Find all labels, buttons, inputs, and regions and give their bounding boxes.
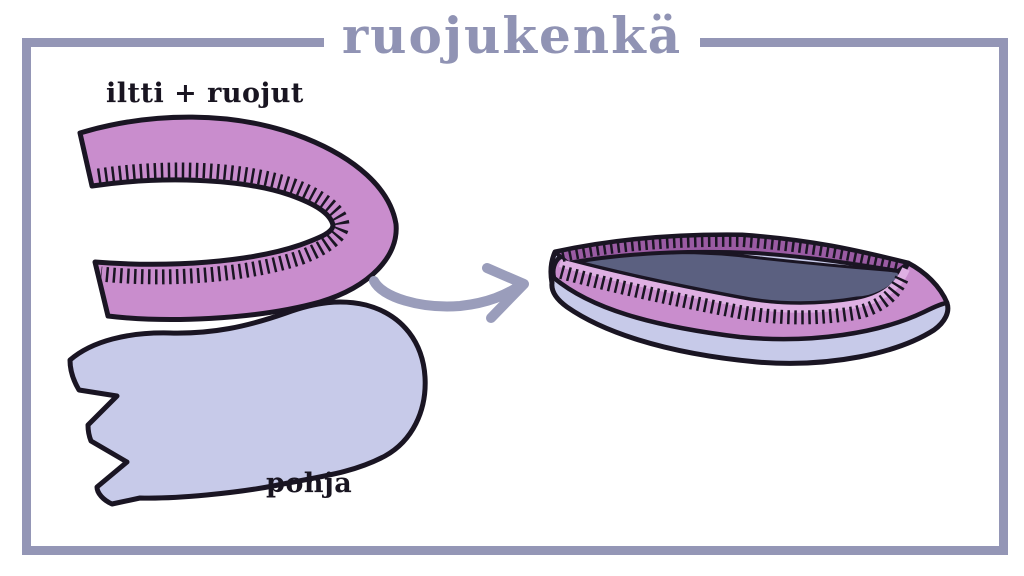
arrow-body: [369, 276, 526, 312]
upper-band-shape: [77, 114, 399, 322]
sole-piece-label: pohja: [266, 468, 353, 499]
page-title: ruojukenkä: [323, 6, 701, 65]
arrow-icon: [369, 263, 529, 323]
arrow-head: [482, 263, 529, 323]
assembled-shoe: [548, 232, 951, 366]
shoe-far-stitch-ticks: [560, 234, 902, 272]
upper-piece-label: iltti + ruojut: [106, 78, 304, 109]
shoe-collar-inner-band: [553, 232, 910, 273]
title-row: ruojukenkä: [0, 6, 1024, 65]
shoe-binding-strip: [558, 259, 910, 313]
shoe-near-stitch-ticks: [559, 265, 909, 325]
sole-pattern-piece: [67, 299, 428, 507]
upper-pattern-piece: [77, 114, 399, 322]
upper-stitch-ticks: [96, 162, 350, 285]
sole-shape: [67, 299, 428, 507]
